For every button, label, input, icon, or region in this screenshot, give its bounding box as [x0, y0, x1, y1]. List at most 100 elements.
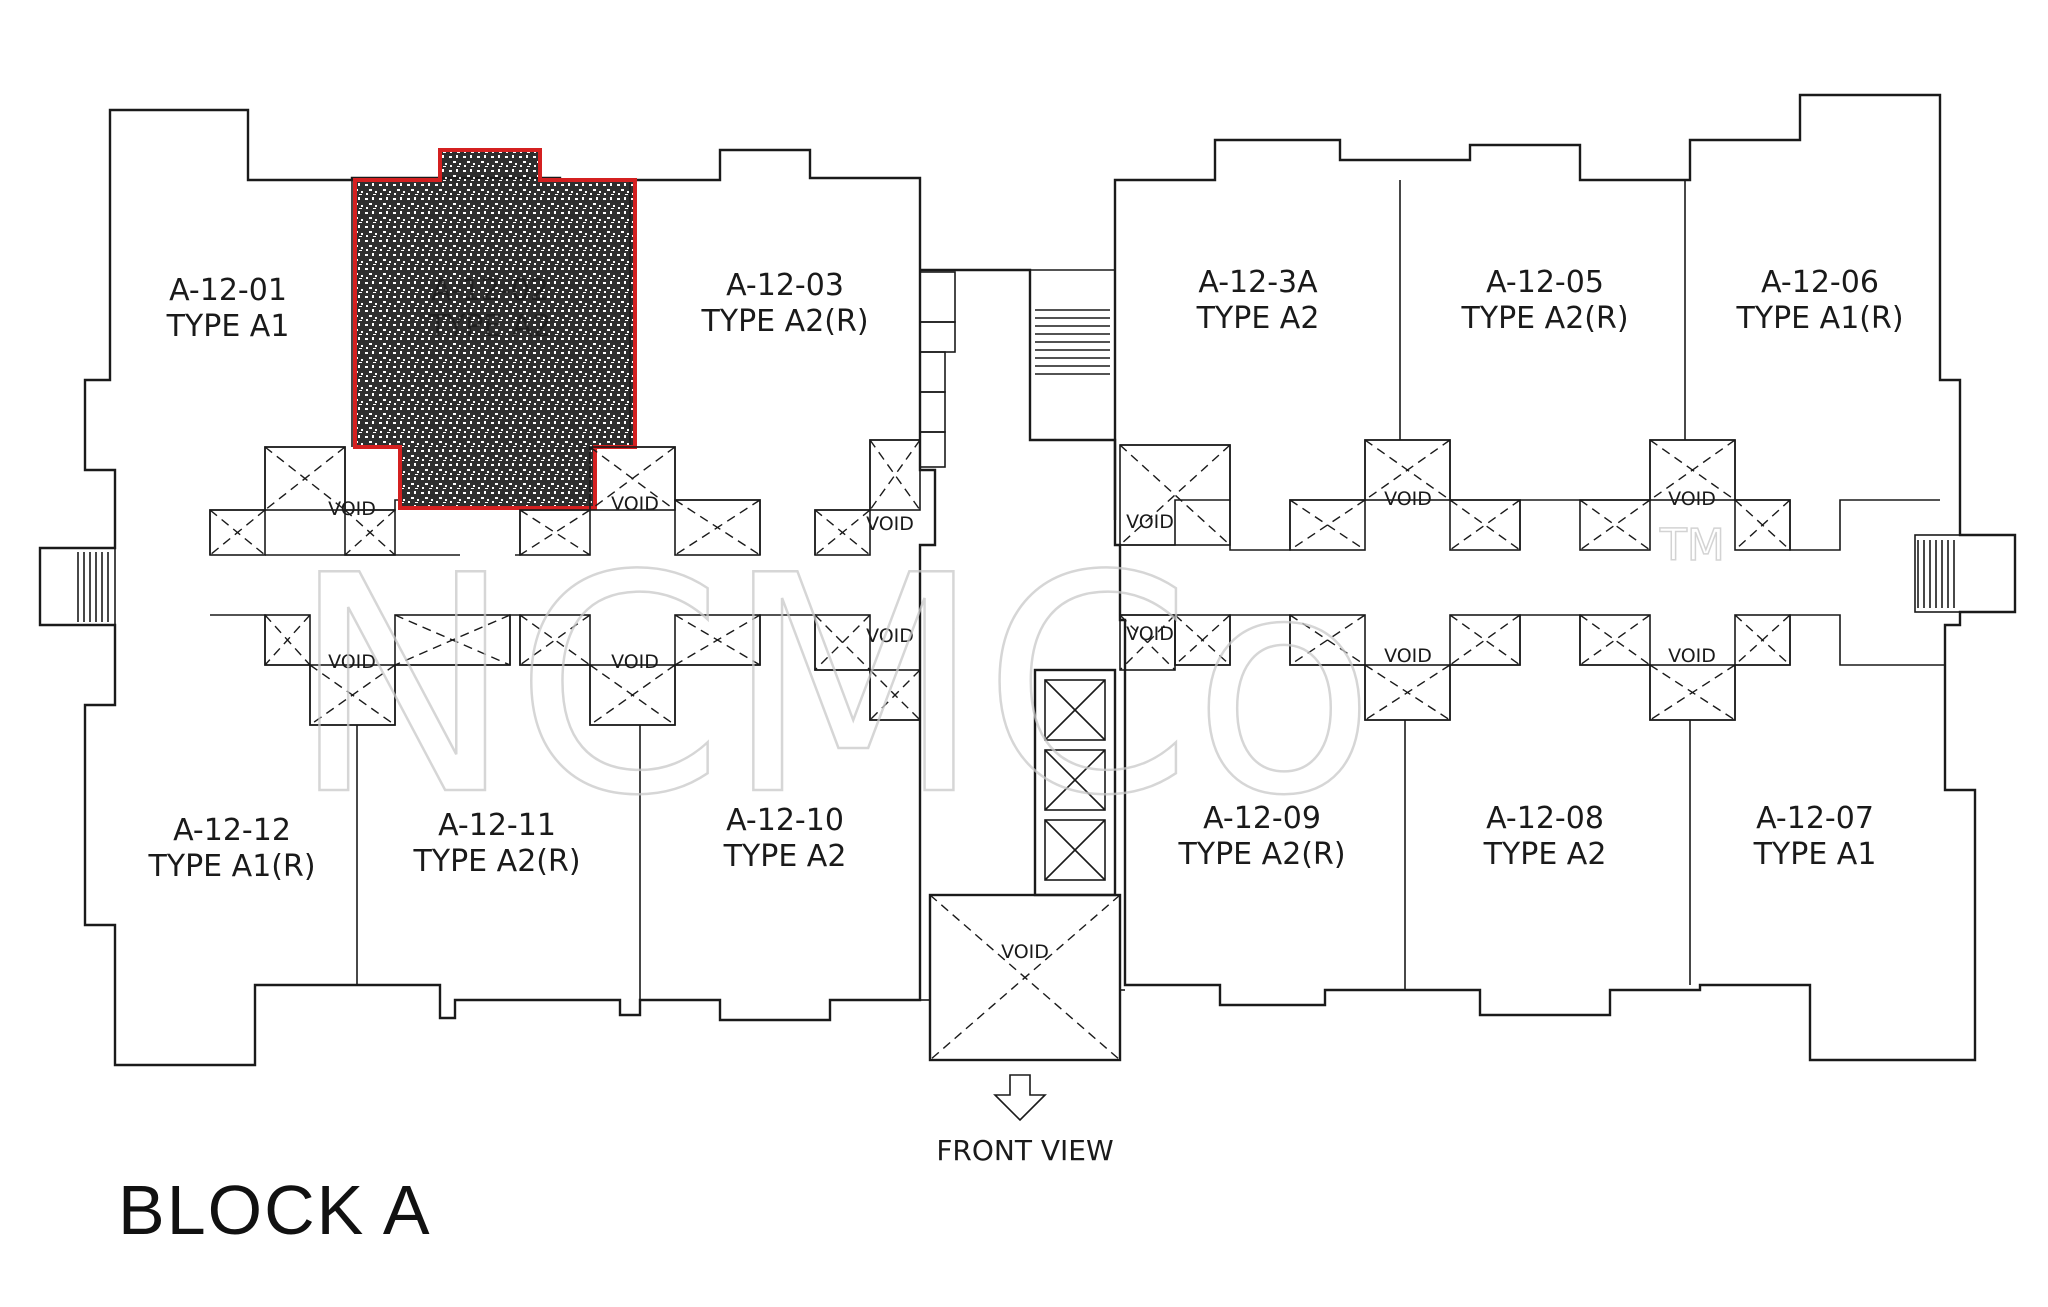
unit-type: TYPE A1 [1753, 837, 1877, 872]
void-cross [1449, 614, 1521, 666]
void-cross [1119, 444, 1231, 546]
void-cross [674, 614, 761, 666]
void-cross [1579, 614, 1651, 666]
unit-type: TYPE A1(R) [147, 849, 315, 884]
unit-id: A-12-03 [726, 268, 844, 303]
void-box [209, 509, 266, 556]
void-box [1364, 439, 1451, 501]
unit-id: A-12-11 [438, 808, 556, 843]
down-arrow-icon [993, 1074, 1047, 1122]
unit-id: A-12-05 [1486, 265, 1604, 300]
void-box [519, 614, 591, 666]
void-box [674, 614, 761, 666]
void-box [589, 446, 676, 511]
front-view-label: FRONT VIEW [936, 1134, 1113, 1167]
unit-type: TYPE A2(R) [1177, 837, 1345, 872]
void-box [309, 664, 396, 726]
void-box [814, 614, 871, 671]
void-cross [1119, 444, 1231, 546]
void-box [1734, 614, 1791, 666]
void-box [1449, 499, 1521, 551]
void-box [1364, 664, 1451, 721]
unit-type: TYPE A2 [1483, 837, 1607, 872]
void-cross [589, 446, 676, 511]
left-stair [77, 552, 109, 622]
void-cross [814, 509, 871, 556]
void-box [1449, 614, 1521, 666]
void-cross [344, 509, 396, 556]
void-cross [394, 614, 511, 666]
void-cross [869, 439, 921, 511]
void-cross [1734, 499, 1791, 551]
void-box [589, 664, 676, 726]
unit-id: A-12-3A [1198, 265, 1318, 300]
void-cross [309, 664, 396, 726]
void-box [1579, 499, 1651, 551]
void-label: VOID [866, 625, 914, 647]
void-label: VOID [611, 651, 659, 673]
void-label: VOID [1384, 488, 1432, 510]
void-label: VOID [1126, 623, 1174, 645]
unit-id: A-12-08 [1486, 801, 1604, 836]
unit-id: A-12-06 [1761, 265, 1879, 300]
void-cross [674, 499, 761, 556]
unit-id: A-12-07 [1756, 801, 1874, 836]
watermark: NCMCo TM [289, 511, 1726, 863]
unit-type: TYPE A2(R) [700, 304, 868, 339]
void-cross [1119, 614, 1176, 671]
unit-type: TYPE A2(R) [412, 844, 580, 879]
void-cross [1449, 614, 1521, 666]
void-box [814, 509, 871, 556]
void-box [1289, 499, 1366, 551]
void-cross [1579, 499, 1651, 551]
central-stair [1035, 309, 1110, 375]
void-box [1649, 664, 1736, 721]
void-cross [209, 509, 266, 556]
void-box [869, 669, 921, 721]
watermark-text: NCMCo [290, 512, 1376, 861]
void-label: VOID [328, 651, 376, 673]
void-box [1289, 614, 1366, 666]
void-box [394, 614, 511, 666]
unit-type: TYPE A2 [723, 839, 847, 874]
unit-id: A-12-12 [173, 813, 291, 848]
void-cross [1289, 614, 1366, 666]
void-cross [1579, 614, 1651, 666]
void-cross [869, 669, 921, 721]
void-cross [814, 614, 871, 671]
void-cross [1649, 439, 1736, 501]
unit-id: A-12-01 [169, 273, 287, 308]
void-cross [1449, 499, 1521, 551]
void-cross [869, 439, 921, 511]
void-box [674, 499, 761, 556]
void-label: VOID [1668, 488, 1716, 510]
void-label: VOID [1384, 645, 1432, 667]
void-box [1174, 614, 1231, 666]
void-cross [1289, 499, 1366, 551]
watermark-tm: TM [1659, 520, 1725, 571]
void-label: VOID [1126, 511, 1174, 533]
unit-id: A-12-09 [1203, 801, 1321, 836]
void-box [1734, 499, 1791, 551]
void-box [519, 509, 591, 556]
unit-type: TYPE A1 [166, 309, 290, 344]
void-label: VOID [611, 493, 659, 515]
unit-type: TYPE A2 [1196, 301, 1320, 336]
unit-type: TYPE A2 [428, 309, 552, 344]
void-box [1579, 614, 1651, 666]
void-cross [1364, 439, 1451, 501]
